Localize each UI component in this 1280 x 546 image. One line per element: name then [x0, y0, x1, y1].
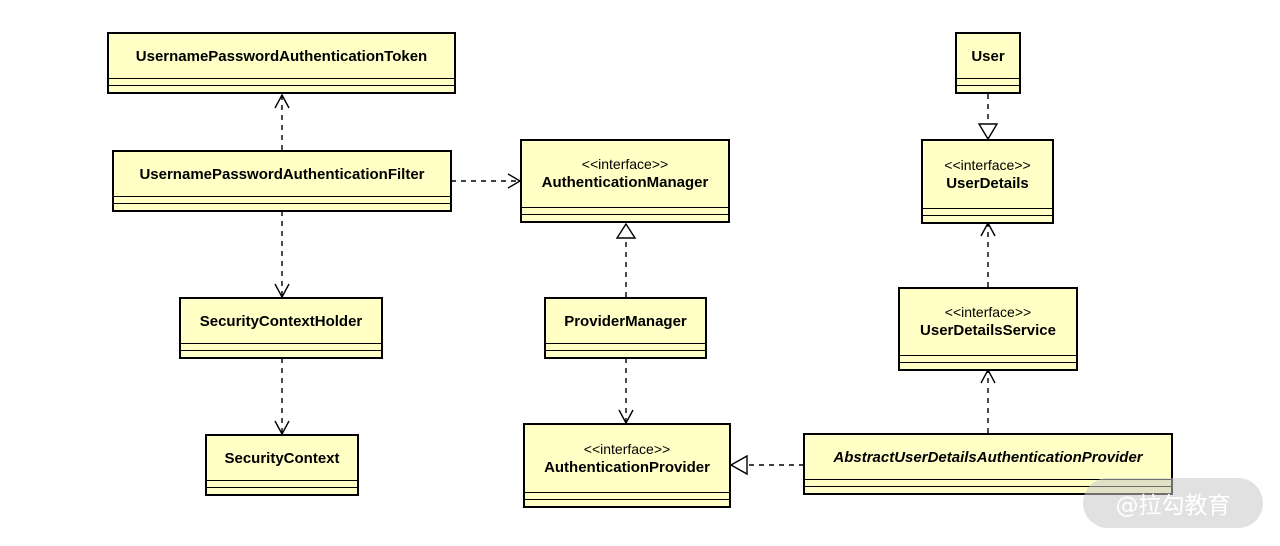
operations-compartment [109, 85, 454, 92]
operations-compartment [957, 85, 1019, 92]
class-header: <<interface>> UserDetails [923, 141, 1052, 208]
class-provider-manager[interactable]: ProviderManager [544, 297, 707, 359]
class-name: AbstractUserDetailsAuthenticationProvide… [833, 448, 1143, 466]
stereotype-label: <<interface>> [583, 440, 671, 457]
class-name: UserDetailsService [920, 322, 1056, 339]
triangle-to-userdetails [977, 123, 999, 141]
operations-compartment [805, 486, 1171, 493]
class-header: ProviderManager [546, 299, 705, 343]
attributes-compartment [923, 208, 1052, 215]
attributes-compartment [805, 479, 1171, 486]
class-username-password-authentication-token[interactable]: UsernamePasswordAuthenticationToken [107, 32, 456, 94]
class-header: <<interface>> AuthenticationProvider [525, 425, 729, 492]
operations-compartment [923, 215, 1052, 222]
class-name: SecurityContextHolder [199, 312, 363, 330]
class-name: UsernamePasswordAuthenticationToken [135, 47, 428, 65]
attributes-compartment [109, 78, 454, 85]
stereotype-label: <<interface>> [944, 304, 1032, 320]
attributes-compartment [546, 343, 705, 350]
operations-compartment [114, 203, 450, 210]
class-security-context-holder[interactable]: SecurityContextHolder [179, 297, 383, 359]
class-header: AbstractUserDetailsAuthenticationProvide… [805, 435, 1171, 479]
class-name: ProviderManager [564, 312, 687, 330]
class-header: SecurityContext [207, 436, 357, 480]
operations-compartment [207, 487, 357, 494]
class-header: UsernamePasswordAuthenticationToken [109, 34, 454, 78]
triangle-to-authmgr [615, 222, 637, 239]
operations-compartment [900, 362, 1076, 369]
attributes-compartment [525, 492, 729, 499]
triangle-to-authprov [729, 454, 748, 476]
class-header: SecurityContextHolder [181, 299, 381, 343]
stereotype-label: <<interface>> [944, 156, 1031, 173]
watermark: @拉勾教育 [1083, 478, 1263, 528]
interface-user-details-service[interactable]: <<interface>> UserDetailsService [898, 287, 1078, 371]
class-header: <<interface>> AuthenticationManager [522, 141, 728, 207]
class-header: <<interface>> UserDetailsService [900, 289, 1076, 355]
class-name: AuthenticationManager [541, 174, 709, 191]
class-header: UsernamePasswordAuthenticationFilter [114, 152, 450, 196]
attributes-compartment [900, 355, 1076, 362]
operations-compartment [181, 350, 381, 357]
operations-compartment [522, 214, 728, 221]
class-name: AuthenticationProvider [544, 458, 710, 476]
class-username-password-authentication-filter[interactable]: UsernamePasswordAuthenticationFilter [112, 150, 452, 212]
class-security-context[interactable]: SecurityContext [205, 434, 359, 496]
arrow-to-token [274, 93, 290, 109]
attributes-compartment [957, 78, 1019, 85]
class-user[interactable]: User [955, 32, 1021, 94]
attributes-compartment [181, 343, 381, 350]
attributes-compartment [522, 207, 728, 214]
class-name: UsernamePasswordAuthenticationFilter [139, 165, 425, 183]
operations-compartment [546, 350, 705, 357]
stereotype-label: <<interface>> [581, 156, 669, 172]
class-name: User [971, 47, 1005, 65]
operations-compartment [525, 499, 729, 506]
interface-user-details[interactable]: <<interface>> UserDetails [921, 139, 1054, 224]
class-header: User [957, 34, 1019, 78]
attributes-compartment [114, 196, 450, 203]
class-name: SecurityContext [224, 449, 340, 467]
attributes-compartment [207, 480, 357, 487]
abstract-class-abstract-user-details-authentication-provider[interactable]: AbstractUserDetailsAuthenticationProvide… [803, 433, 1173, 495]
class-name: UserDetails [946, 174, 1029, 192]
watermark-text: @拉勾教育 [1115, 493, 1231, 519]
interface-authentication-manager[interactable]: <<interface>> AuthenticationManager [520, 139, 730, 223]
interface-authentication-provider[interactable]: <<interface>> AuthenticationProvider [523, 423, 731, 508]
